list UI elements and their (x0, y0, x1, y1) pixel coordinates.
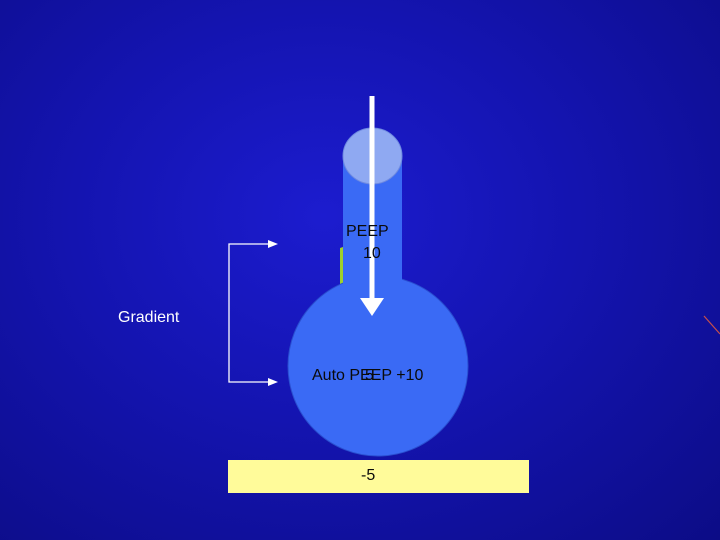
auto-peep-overlay-value: 5 (365, 367, 374, 384)
auto-peep-label: Auto PEEP +10 (312, 367, 424, 384)
pleural-pressure-bar (228, 460, 529, 493)
peep-value: 10 (363, 245, 381, 262)
peep-label: PEEP (346, 223, 389, 240)
pleural-pressure-value: -5 (361, 467, 376, 484)
gradient-bracket (228, 243, 272, 383)
stray-line-decoration (703, 315, 720, 335)
gradient-label: Gradient (118, 309, 180, 326)
gradient-arrowhead-bottom (268, 378, 278, 386)
flow-arrowhead (360, 298, 384, 316)
gradient-arrowhead-top (268, 240, 278, 248)
